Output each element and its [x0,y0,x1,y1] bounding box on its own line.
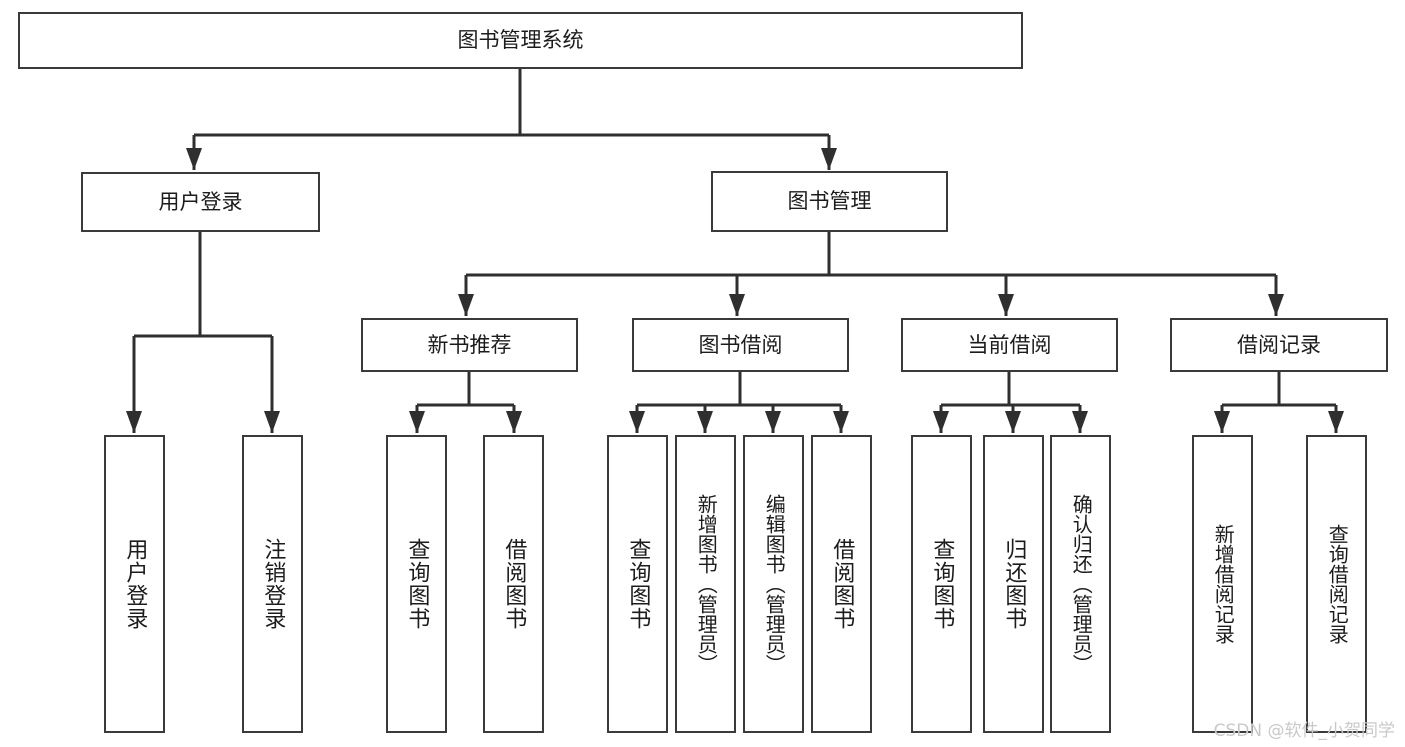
node-label-leaf-13: 查询借阅记录 [1325,524,1350,644]
node-label-leaf-1: 用户登录 [122,538,148,630]
node-label-current: 当前借阅 [967,332,1052,357]
node-label-leaf-5: 查询图书 [625,538,651,630]
node-label-newbook: 新书推荐 [427,332,512,357]
connector-root-to-level1 [186,69,837,170]
connector-newbook-to-leaves [409,372,522,433]
node-label-leaf-9: 查询图书 [929,538,955,630]
node-box-login: 用户登录 [81,172,320,232]
connector-records-to-leaves [1214,372,1344,433]
connector-login-to-leaves [126,232,280,433]
node-box-newbook: 新书推荐 [361,318,578,372]
connector-borrow-to-leaves [629,372,849,433]
node-box-leaf-8: 借阅图书 [811,435,872,733]
node-box-records: 借阅记录 [1170,318,1388,372]
connector-current-to-leaves [933,372,1088,433]
node-box-leaf-5: 查询图书 [607,435,668,733]
node-box-bookmgmt: 图书管理 [711,171,948,232]
node-label-leaf-10: 归还图书 [1001,538,1027,630]
node-box-current: 当前借阅 [901,318,1118,372]
node-label-login: 用户登录 [158,189,243,214]
node-box-leaf-3: 查询图书 [386,435,447,733]
node-box-leaf-6: 新增图书（管理员） [675,435,736,733]
node-box-leaf-7: 编辑图书（管理员） [743,435,804,733]
node-box-leaf-12: 新增借阅记录 [1192,435,1253,733]
node-label-leaf-4: 借阅图书 [501,538,527,630]
node-box-leaf-11: 确认归还（管理员） [1050,435,1111,733]
node-box-leaf-2: 注销登录 [242,435,303,733]
node-label-leaf-6: 新增图书（管理员） [694,494,719,674]
node-box-leaf-10: 归还图书 [983,435,1044,733]
node-label-root: 图书管理系统 [457,28,584,53]
node-label-leaf-2: 注销登录 [260,538,286,630]
node-box-root: 图书管理系统 [18,12,1023,69]
node-label-records: 借阅记录 [1237,332,1321,357]
node-label-leaf-3: 查询图书 [404,538,430,630]
node-label-leaf-12: 新增借阅记录 [1211,524,1236,644]
node-box-leaf-1: 用户登录 [104,435,165,733]
node-label-leaf-7: 编辑图书（管理员） [762,494,787,674]
node-box-leaf-9: 查询图书 [911,435,972,733]
node-label-leaf-11: 确认归还（管理员） [1069,494,1094,674]
node-label-bookmgmt: 图书管理 [787,189,872,214]
node-box-leaf-4: 借阅图书 [483,435,544,733]
node-box-leaf-13: 查询借阅记录 [1306,435,1367,733]
node-box-borrow: 图书借阅 [632,318,849,372]
node-label-borrow: 图书借阅 [698,332,783,357]
connector-bookmgmt-to-level2 [458,232,1284,316]
node-label-leaf-8: 借阅图书 [829,538,855,630]
